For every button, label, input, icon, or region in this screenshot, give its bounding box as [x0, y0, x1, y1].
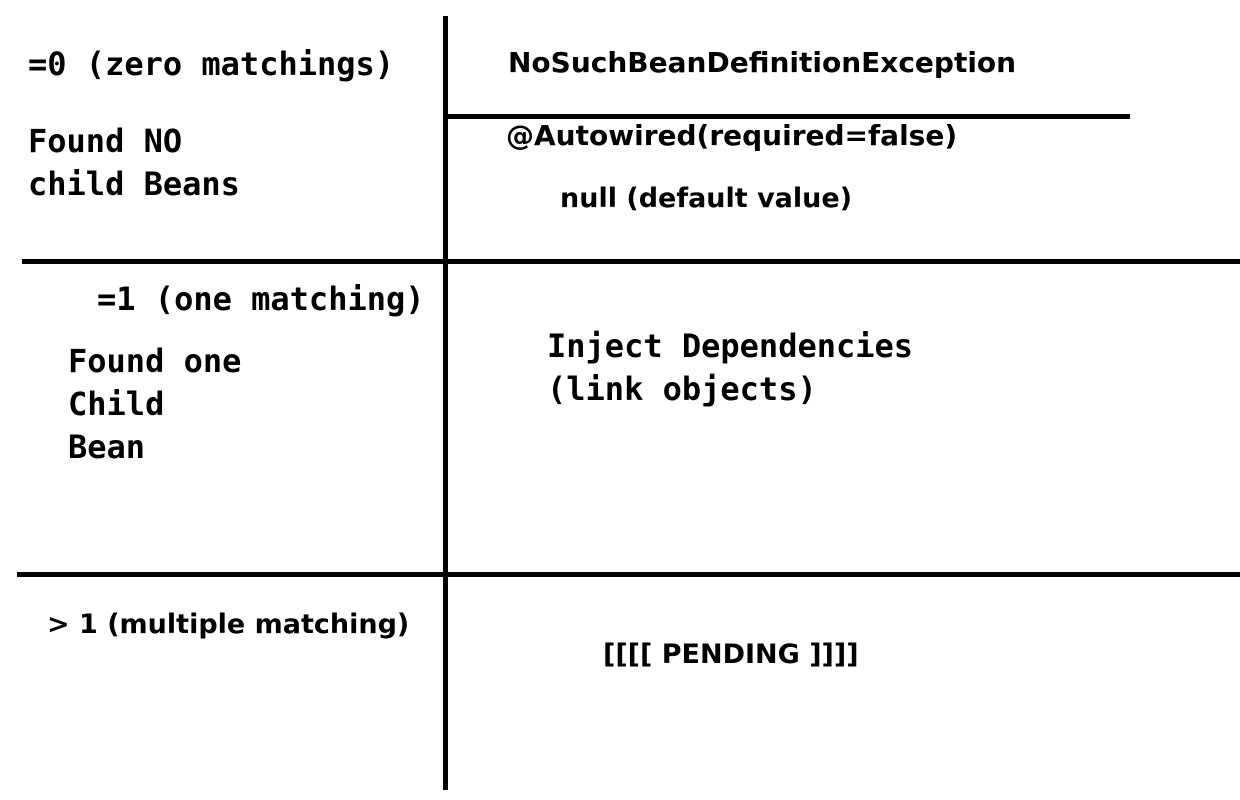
result-null-default-text: null (default value): [560, 183, 853, 214]
condition-zero-description: Found NO child Beans: [28, 120, 240, 206]
description-line: Found NO: [28, 122, 183, 160]
result-subdivider: [443, 114, 1130, 119]
condition-zero-label: =0 (zero matchings): [28, 45, 395, 83]
row-divider-1: [22, 259, 1240, 264]
condition-multiple-label: > 1 (multiple matching): [47, 609, 410, 640]
result-inject-dependencies: Inject Dependencies (link objects): [547, 325, 913, 411]
result-pending-text: [[[[ PENDING ]]]]: [603, 639, 859, 670]
row-divider-2: [17, 572, 1240, 577]
description-line: Bean: [68, 428, 146, 466]
vertical-divider: [443, 16, 448, 790]
condition-one-description: Found one Child Bean: [68, 340, 241, 469]
condition-one-label: =1 (one matching): [97, 280, 425, 318]
result-exception-text: NoSuchBeanDefinitionException: [508, 46, 1017, 79]
result-line: Inject Dependencies: [547, 327, 914, 365]
result-autowired-text: @Autowired(required=false): [506, 119, 958, 152]
description-line: Child: [68, 385, 165, 423]
result-line: (link objects): [547, 370, 817, 408]
description-line: child Beans: [28, 165, 240, 203]
description-line: Found one: [68, 342, 242, 380]
